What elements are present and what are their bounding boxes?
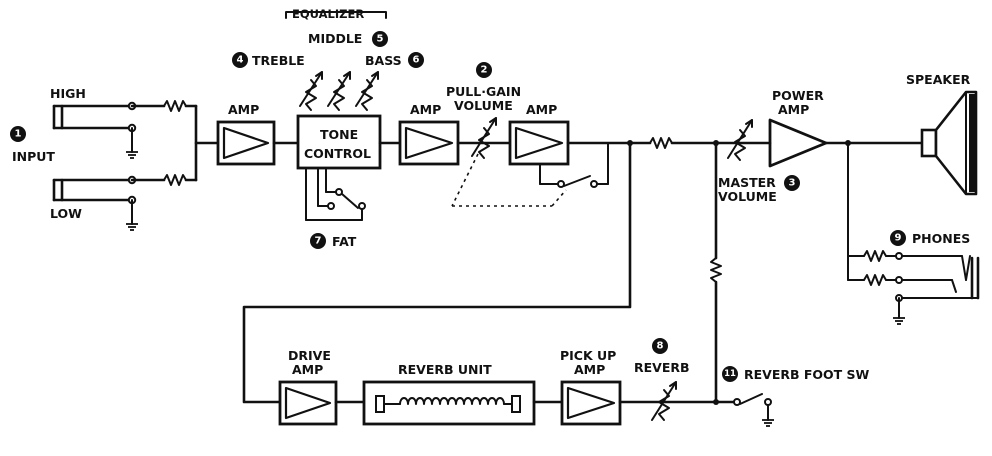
phones-label: PHONES bbox=[912, 231, 970, 246]
badge-fat: 7 bbox=[315, 236, 322, 247]
equalizer-label: EQUALIZER bbox=[292, 7, 364, 21]
fat-label: FAT bbox=[332, 234, 357, 249]
resistor bbox=[863, 250, 887, 262]
bass-label: BASS bbox=[365, 53, 402, 68]
low-label: LOW bbox=[50, 206, 82, 221]
treble-label: TREBLE bbox=[252, 53, 305, 68]
resistor bbox=[163, 100, 187, 112]
power-amp-label: AMP bbox=[778, 102, 809, 117]
input-section: 1 INPUT HIGH LOW bbox=[10, 86, 220, 231]
speaker-section: SPEAKER bbox=[906, 72, 978, 196]
badge-reverb: 8 bbox=[657, 341, 664, 352]
badge-treble: 4 bbox=[237, 55, 244, 66]
amp-3-label: AMP bbox=[526, 102, 557, 117]
amp-1-block: AMP bbox=[216, 102, 276, 166]
badge-reverb-foot-sw: 11 bbox=[724, 369, 736, 379]
amp-2-label: AMP bbox=[410, 102, 441, 117]
master-volume-pot[interactable] bbox=[727, 119, 753, 161]
pull-gain-switch[interactable] bbox=[563, 175, 591, 187]
badge-input-circle bbox=[10, 126, 26, 142]
high-input-jack[interactable] bbox=[52, 104, 134, 130]
badge-phones: 9 bbox=[895, 233, 902, 244]
tone-label: TONE bbox=[320, 127, 358, 142]
resistor bbox=[163, 174, 187, 186]
low-input-jack[interactable] bbox=[52, 178, 134, 202]
resistor bbox=[649, 137, 673, 149]
amp-3-block: AMP bbox=[508, 102, 609, 188]
resistor bbox=[710, 257, 722, 283]
reverb-spring-icon bbox=[399, 397, 505, 405]
reverb-foot-switch-section: 11 REVERB FOOT SW bbox=[722, 366, 870, 427]
pickup-amp-label: AMP bbox=[574, 362, 605, 377]
pickup-label: PICK UP bbox=[560, 348, 616, 363]
pull-gain-volume-pot[interactable] bbox=[471, 117, 497, 159]
high-label: HIGH bbox=[50, 86, 86, 101]
fat-switch[interactable] bbox=[341, 193, 359, 209]
drive-label: DRIVE bbox=[288, 348, 331, 363]
tone-control-block: TONE CONTROL bbox=[296, 114, 382, 170]
input-label: INPUT bbox=[12, 149, 55, 164]
badge-pull-gain: 2 bbox=[481, 65, 488, 76]
drive-amp-label: AMP bbox=[292, 362, 323, 377]
reverb-level-section: 8 REVERB bbox=[634, 338, 690, 421]
treble-pot[interactable] bbox=[299, 71, 323, 111]
master-label: MASTER bbox=[718, 175, 776, 190]
badge-input: 1 bbox=[15, 129, 22, 140]
master-volume-label: VOLUME bbox=[718, 189, 777, 204]
amp-2-block: AMP bbox=[398, 102, 460, 166]
speaker-label: SPEAKER bbox=[906, 72, 971, 87]
equalizer-section: EQUALIZER MIDDLE 5 4 TREBLE BASS 6 bbox=[232, 7, 424, 111]
bass-pot[interactable] bbox=[355, 71, 379, 111]
badge-middle: 5 bbox=[377, 34, 384, 45]
middle-label: MIDDLE bbox=[308, 31, 362, 46]
ground-symbol bbox=[126, 223, 138, 231]
drive-amp-block: DRIVE AMP bbox=[278, 348, 338, 426]
reverb-label: REVERB bbox=[634, 360, 690, 375]
pull-gain-label: PULL·GAIN bbox=[446, 84, 521, 99]
reverb-level-pot[interactable] bbox=[651, 381, 677, 421]
fat-switch-section: 7 FAT bbox=[305, 167, 366, 249]
control-label: CONTROL bbox=[304, 146, 371, 161]
power-label: POWER bbox=[772, 88, 824, 103]
phones-jack[interactable] bbox=[901, 255, 980, 300]
badge-bass: 6 bbox=[413, 55, 420, 66]
reverb-unit-label: REVERB UNIT bbox=[398, 362, 492, 377]
ground-symbol bbox=[762, 419, 774, 427]
power-amp-block: POWER AMP bbox=[768, 88, 828, 168]
middle-pot[interactable] bbox=[327, 71, 351, 111]
resistor bbox=[863, 274, 887, 286]
speaker-icon bbox=[920, 90, 978, 196]
phones-section: 9 PHONES bbox=[847, 142, 980, 325]
master-volume-section: MASTER 3 VOLUME bbox=[718, 119, 800, 204]
reverb-foot-switch[interactable] bbox=[739, 393, 763, 405]
ground-symbol bbox=[893, 317, 905, 325]
amp-1-label: AMP bbox=[228, 102, 259, 117]
reverb-unit-block: REVERB UNIT bbox=[362, 362, 536, 426]
reverb-foot-sw-label: REVERB FOOT SW bbox=[744, 367, 870, 382]
pull-gain-volume-section: 2 PULL·GAIN VOLUME bbox=[446, 62, 567, 207]
badge-master: 3 bbox=[789, 178, 796, 189]
pickup-amp-block: PICK UP AMP bbox=[560, 348, 622, 426]
ground-symbol bbox=[126, 151, 138, 159]
volume-label: VOLUME bbox=[454, 98, 513, 113]
